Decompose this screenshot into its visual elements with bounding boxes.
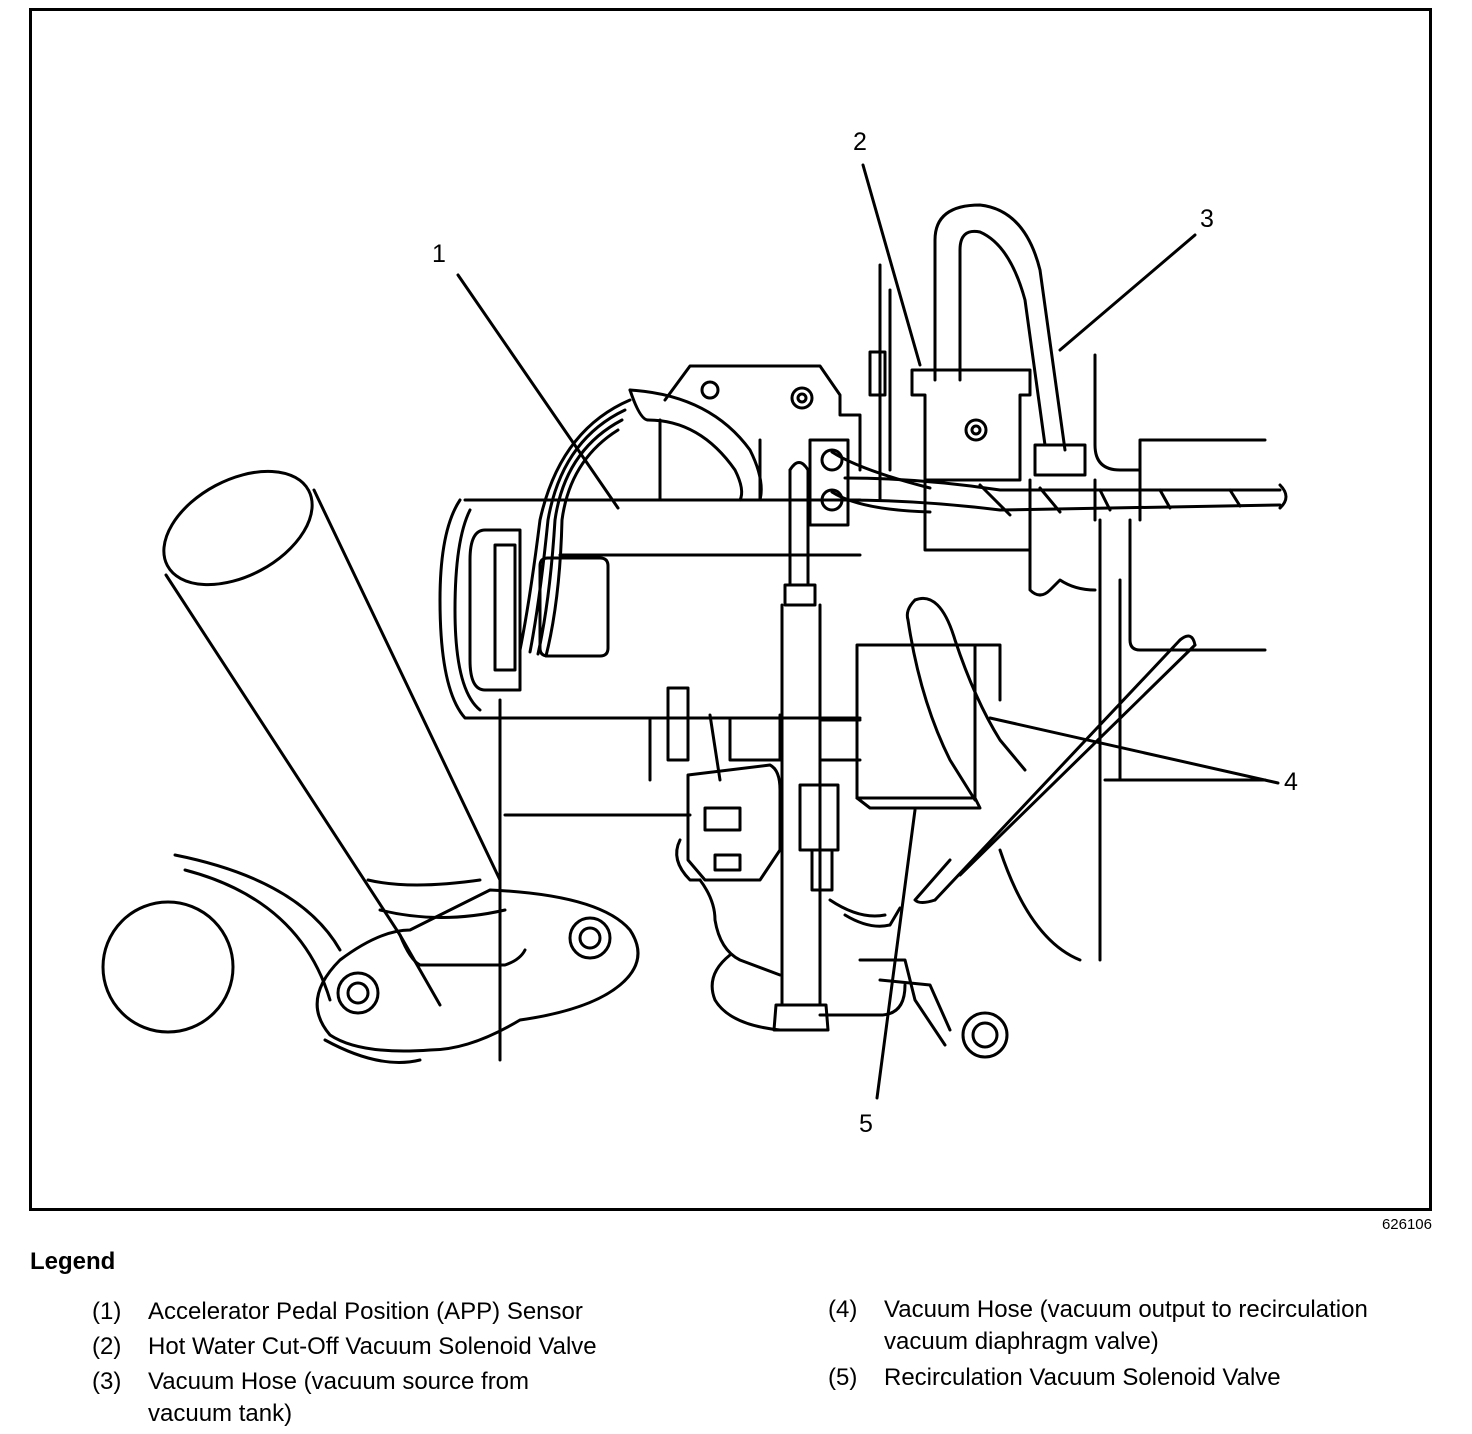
callout-4: 4 [1284, 768, 1298, 796]
legend-item-text: Vacuum Hose (vacuum source from vacuum t… [148, 1368, 530, 1427]
legend-item-number: (5) [828, 1364, 858, 1391]
legend-item-number: (3) [92, 1368, 122, 1395]
callout-2: 2 [853, 128, 867, 156]
callout-3: 3 [1200, 205, 1214, 233]
legend-item-number: (2) [92, 1333, 122, 1360]
legend-item: (1) Accelerator Pedal Position (APP) Sen… [92, 1296, 712, 1330]
legend-item-text: Vacuum Hose (vacuum output to recirculat… [884, 1296, 1368, 1355]
legend-item: (4) Vacuum Hose (vacuum output to recirc… [828, 1294, 1448, 1360]
callout-1: 1 [432, 240, 446, 268]
figure-id: 626106 [1381, 1216, 1432, 1233]
legend-item-text: Accelerator Pedal Position (APP) Sensor [148, 1298, 583, 1325]
legend-item-text: Recirculation Vacuum Solenoid Valve [884, 1364, 1281, 1391]
legend-title: Legend [30, 1248, 116, 1275]
callout-5: 5 [859, 1110, 873, 1138]
legend-item: (5) Recirculation Vacuum Solenoid Valve [828, 1362, 1448, 1396]
component-location-illustration [101, 163, 1288, 1100]
diagram-frame [29, 8, 1432, 1211]
legend-item: (2) Hot Water Cut-Off Vacuum Solenoid Va… [92, 1331, 712, 1365]
legend-item-text: Hot Water Cut-Off Vacuum Solenoid Valve [148, 1333, 597, 1360]
legend-item: (3) Vacuum Hose (vacuum source from vacu… [92, 1366, 712, 1432]
legend-item-number: (1) [92, 1298, 122, 1325]
legend-item-number: (4) [828, 1296, 858, 1323]
